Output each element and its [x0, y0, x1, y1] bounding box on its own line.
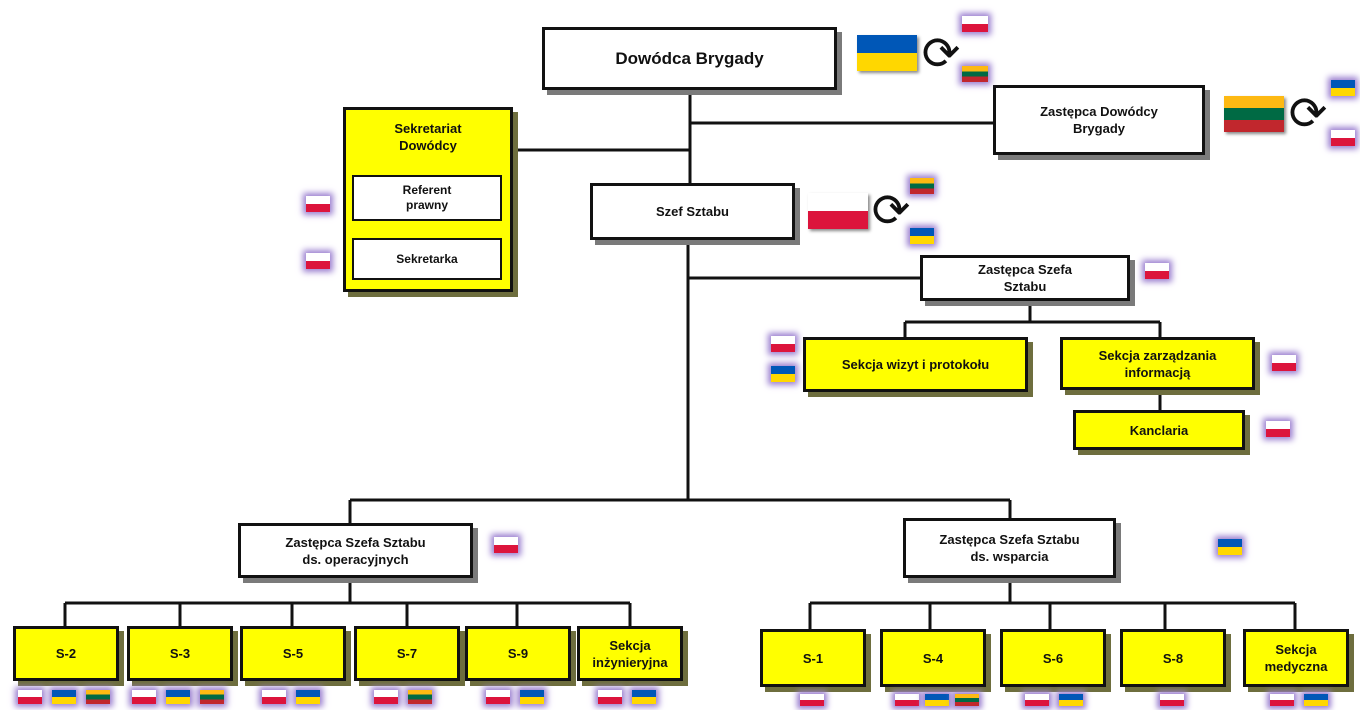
panel-title: Sekretariat Dowódcy — [394, 121, 462, 153]
box-s-8: S-8 — [1120, 629, 1226, 687]
ukraine-flag-icon — [52, 690, 76, 704]
poland-flag-icon — [18, 690, 42, 704]
box-s-5: S-5 — [240, 626, 346, 681]
box-zss-ds-wsparcia: Zastępca Szefa Sztabu ds. wsparcia — [903, 518, 1116, 578]
ukraine-flag-icon — [857, 35, 917, 71]
poland-flag-icon — [494, 537, 518, 553]
box-s-1: S-1 — [760, 629, 866, 687]
box-sekcja-zarzadzania-informacja: Sekcja zarządzania informacją — [1060, 337, 1255, 390]
box-kancelaria: Kanclaria — [1073, 410, 1245, 450]
lithuania-flag-icon — [1224, 96, 1284, 132]
poland-flag-icon — [962, 16, 988, 32]
lithuania-flag-icon — [408, 690, 432, 704]
poland-flag-icon — [800, 694, 824, 706]
poland-flag-icon — [1270, 694, 1294, 706]
poland-flag-icon — [306, 253, 330, 269]
poland-flag-icon — [262, 690, 286, 704]
box-s-7: S-7 — [354, 626, 460, 681]
ukraine-flag-icon — [296, 690, 320, 704]
box-sekcja-wizyt: Sekcja wizyt i protokołu — [803, 337, 1028, 392]
ukraine-flag-icon — [166, 690, 190, 704]
box-s-2: S-2 — [13, 626, 119, 681]
lithuania-flag-icon — [962, 66, 988, 82]
lithuania-flag-icon — [955, 694, 979, 706]
box-s-4: S-4 — [880, 629, 986, 687]
poland-flag-icon — [374, 690, 398, 704]
poland-flag-icon — [1331, 130, 1355, 146]
lithuania-flag-icon — [200, 690, 224, 704]
rotation-arrows-icon: ⟳ — [871, 184, 911, 236]
box-sekretarka: Sekretarka — [352, 238, 502, 280]
box-zastepca-szefa-sztabu: Zastępca Szefa Sztabu — [920, 255, 1130, 301]
poland-flag-icon — [808, 193, 868, 229]
ukraine-flag-icon — [1059, 694, 1083, 706]
poland-flag-icon — [132, 690, 156, 704]
ukraine-flag-icon — [632, 690, 656, 704]
poland-flag-icon — [1160, 694, 1184, 706]
box-zss-ds-operacyjnych: Zastępca Szefa Sztabu ds. operacyjnych — [238, 523, 473, 578]
poland-flag-icon — [1272, 355, 1296, 371]
box-zastepca-dowodcy: Zastępca Dowódcy Brygady — [993, 85, 1205, 155]
box-sekcja-medyczna: Sekcja medyczna — [1243, 629, 1349, 687]
box-s-6: S-6 — [1000, 629, 1106, 687]
poland-flag-icon — [1025, 694, 1049, 706]
poland-flag-icon — [598, 690, 622, 704]
rotation-arrows-icon: ⟳ — [921, 27, 961, 79]
ukraine-flag-icon — [925, 694, 949, 706]
poland-flag-icon — [895, 694, 919, 706]
poland-flag-icon — [771, 336, 795, 352]
ukraine-flag-icon — [1218, 539, 1242, 555]
rotation-arrows-icon: ⟳ — [1288, 87, 1328, 139]
box-sekcja-inzynieryjna: Sekcja inżynieryjna — [577, 626, 683, 681]
lithuania-flag-icon — [86, 690, 110, 704]
box-referent-prawny: Referent prawny — [352, 175, 502, 221]
box-szef-sztabu: Szef Sztabu — [590, 183, 795, 240]
box-s-9: S-9 — [465, 626, 571, 681]
poland-flag-icon — [486, 690, 510, 704]
ukraine-flag-icon — [1331, 80, 1355, 96]
ukraine-flag-icon — [1304, 694, 1328, 706]
box-dowodca-brygady: Dowódca Brygady — [542, 27, 837, 90]
ukraine-flag-icon — [771, 366, 795, 382]
ukraine-flag-icon — [910, 228, 934, 244]
poland-flag-icon — [1145, 263, 1169, 279]
poland-flag-icon — [1266, 421, 1290, 437]
poland-flag-icon — [306, 196, 330, 212]
box-s-3: S-3 — [127, 626, 233, 681]
lithuania-flag-icon — [910, 178, 934, 194]
ukraine-flag-icon — [520, 690, 544, 704]
